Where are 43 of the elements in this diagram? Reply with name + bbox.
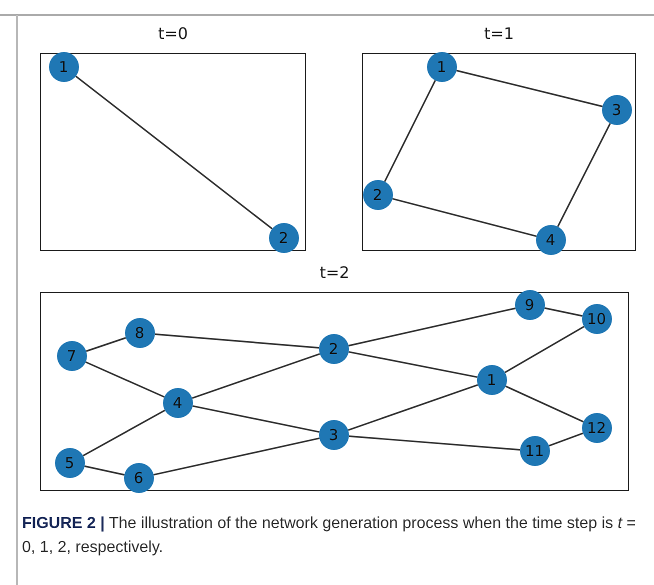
graph-node: 3 [318,420,348,450]
graph-edge [75,76,273,230]
graph-node: 2 [362,180,392,210]
graph-edge [192,353,320,399]
graph-node: 9 [514,290,544,320]
graph-edge [544,307,582,317]
graph-edge [505,386,584,422]
graph-node: 1 [48,52,78,82]
graph-edge [392,198,537,237]
graph-node: 4 [536,224,566,254]
graph-edge [456,70,603,108]
graph-edge [348,435,520,451]
graph-edge [82,410,166,456]
panel-title: t=2 [318,263,350,282]
graph-edge [154,333,320,349]
graph-edge [86,337,126,352]
graph-edge [348,308,516,346]
graph-node: 1 [476,364,506,394]
graph-edge [84,465,125,476]
graph-node: 3 [602,94,632,124]
graph-node: 12 [582,412,612,442]
graph-edge [557,123,611,227]
panel-title: t=0 [157,24,189,43]
graph-node: 1 [426,52,456,82]
graph-edge [504,326,584,374]
graph-edge [153,437,320,476]
graph-node: 7 [56,340,86,370]
graph-edge [548,432,584,447]
panel-title: t=1 [483,24,515,43]
figure-caption: FIGURE 2 | The illustration of the network generation process when the time step is t = 0, 1, 2, respectively. [22,514,637,558]
graph-edge [384,80,436,182]
graph-node: 5 [54,448,84,478]
graph-node: 2 [318,334,348,364]
graph-edge [348,384,478,431]
graph-node: 8 [124,318,154,348]
graph-node: 4 [162,388,192,418]
graph-node: 11 [520,436,550,466]
graph-node: 10 [582,304,612,334]
graph-node: 2 [268,222,298,252]
graph-edge [85,361,165,398]
graph-node: 6 [124,462,154,492]
graph-edge [348,351,478,378]
graph-edge [192,405,320,433]
